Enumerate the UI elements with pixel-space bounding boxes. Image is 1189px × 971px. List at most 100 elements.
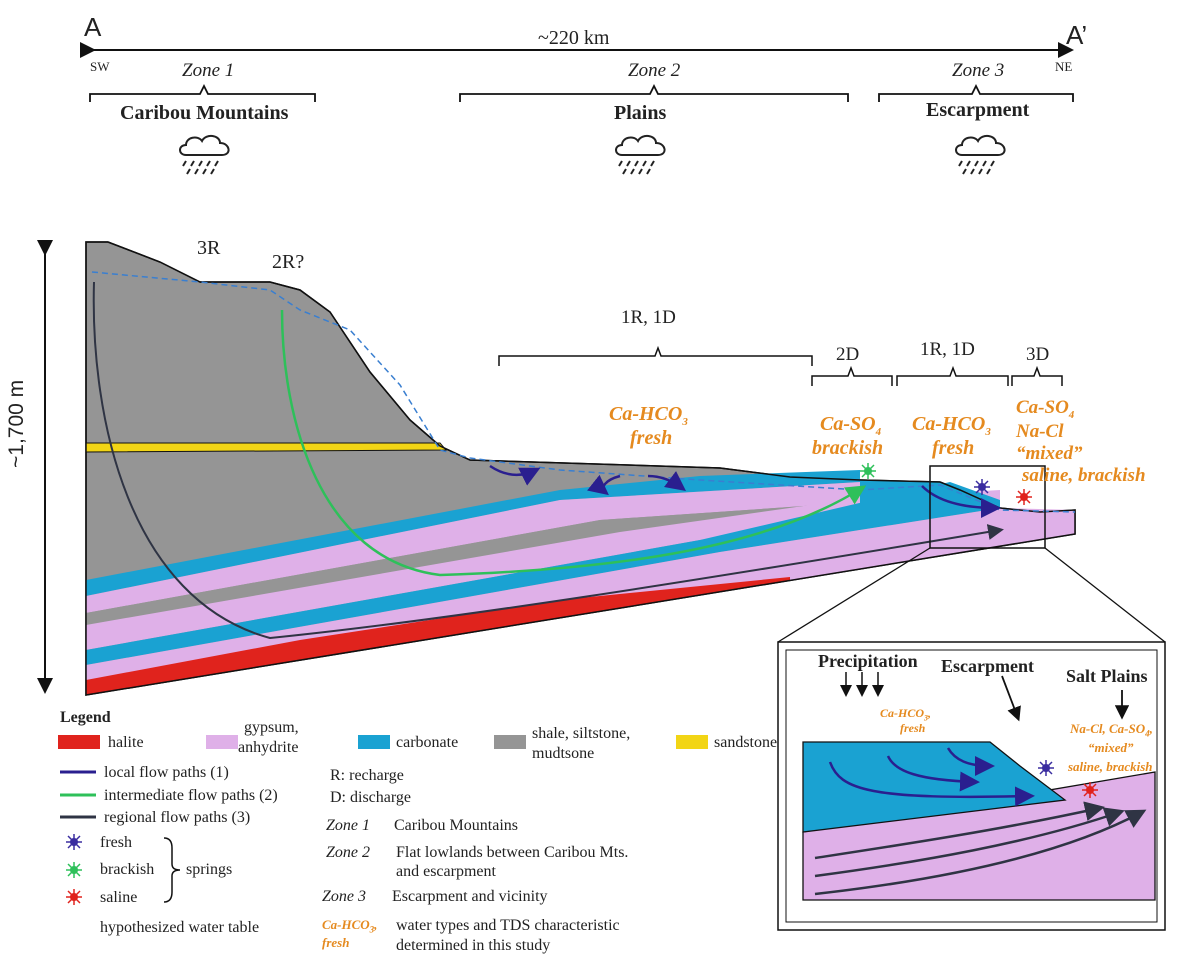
distance-label: ~220 km	[538, 27, 610, 49]
bracket-1r1d-a	[498, 345, 813, 366]
bracket-2d	[811, 365, 893, 386]
label-2r: 2R?	[272, 251, 305, 273]
legend-zone3-key: Zone 3	[322, 888, 366, 905]
legend-zone2-desc-2: and escarpment	[396, 863, 496, 880]
inset-regional-flow	[814, 809, 1147, 896]
inset-water-type: Ca-HCO3,	[880, 706, 932, 723]
local-flow-path	[587, 474, 621, 496]
legend-intermediate: intermediate flow paths (2)	[104, 787, 278, 804]
zoom-line	[777, 547, 931, 643]
saline-spring-icon	[1016, 489, 1032, 505]
legend-carbonate: carbonate	[396, 734, 459, 751]
legend-water-desc-1: water types and TDS characteristic	[396, 917, 620, 934]
brackish-spring-icon	[860, 463, 876, 479]
escarpment-label: Escarpment	[941, 656, 1034, 676]
gypsum-swatch	[206, 735, 238, 749]
water-type-label: Ca-HCO3	[609, 403, 688, 428]
legend-water-table: hypothesized water table	[100, 919, 260, 936]
bracket-3d-label: 3D	[1026, 344, 1050, 365]
zone3-brace	[878, 83, 1074, 102]
fresh-spring-icon	[974, 479, 990, 495]
zoom-line	[1044, 547, 1166, 643]
inset-regional-flow	[814, 807, 1125, 878]
water-type-label: Ca-HCO3	[912, 413, 991, 438]
water-tds-label: fresh	[932, 437, 975, 459]
sandstone-layer	[85, 442, 448, 453]
springs-brace	[163, 837, 181, 903]
salt-plains-label: Salt Plains	[1066, 666, 1148, 686]
legend-zone1-key: Zone 1	[326, 817, 370, 834]
legend-recharge: R: recharge	[330, 767, 404, 784]
legend-shale-2: mudtsone	[532, 745, 595, 762]
fresh-legend-icon	[66, 834, 82, 850]
regional-flow-path	[92, 281, 1004, 640]
label-3r: 3R	[197, 237, 221, 259]
legend-regional: regional flow paths (3)	[104, 809, 251, 826]
water-type-label: Na-Cl	[1016, 421, 1064, 442]
local-flow-path	[489, 464, 541, 486]
rain-cloud-icon	[955, 135, 1006, 175]
halite-swatch	[58, 735, 100, 749]
inset-local-flow	[946, 747, 995, 776]
precipitation-arrows	[840, 672, 884, 697]
legend-saline: saline	[100, 889, 138, 906]
zone2-brace	[459, 83, 849, 102]
legend-discharge: D: discharge	[330, 789, 412, 806]
legend-water-sample-type: Ca-HCO3,	[322, 917, 378, 935]
local-flow-path	[647, 471, 687, 491]
legend-water-sample-tds: fresh	[322, 935, 350, 950]
legend-shale-1: shale, siltstone,	[532, 725, 631, 742]
water-tds-label: brackish	[812, 437, 884, 459]
legend-halite: halite	[108, 734, 144, 751]
legend-sandstone: sandstone	[714, 734, 778, 751]
carbonate-layer	[86, 470, 860, 596]
inset-water-tds: fresh	[900, 721, 926, 735]
zoom-box	[929, 465, 1046, 549]
legend-springs: springs	[186, 861, 233, 878]
zone3-name: Escarpment	[926, 99, 1030, 121]
legend-zone3-desc: Escarpment and vicinity	[392, 888, 548, 905]
ne-label: NE	[1055, 59, 1073, 74]
zone2-label: Zone 2	[628, 60, 681, 81]
water-type-label: “mixed”	[1016, 443, 1083, 464]
intermediate-flow-path	[280, 309, 867, 577]
depth-label: ~1,700 m	[5, 379, 28, 468]
legend-zone2-key: Zone 2	[326, 844, 370, 861]
halite-layer	[86, 577, 790, 695]
legend-water-desc-2: determined in this study	[396, 937, 551, 954]
brackish-legend-icon	[66, 862, 82, 878]
legend-brackish: brackish	[100, 861, 155, 878]
bracket-1r1d-b	[896, 365, 1009, 386]
legend-title: Legend	[60, 709, 111, 726]
legend-fresh: fresh	[100, 834, 132, 851]
local-flow-path	[921, 485, 1001, 518]
inset-regional-flow	[814, 801, 1105, 860]
bracket-1r1d-a-label: 1R, 1D	[621, 307, 676, 328]
water-tds-label: fresh	[630, 427, 673, 449]
zone1-label: Zone 1	[182, 60, 235, 81]
zone1-brace	[89, 83, 316, 102]
inset-fresh-spring-icon	[1038, 760, 1054, 776]
bracket-1r1d-b-label: 1R, 1D	[920, 339, 975, 360]
bracket-3d	[1011, 365, 1063, 386]
legend-zone1-desc: Caribou Mountains	[394, 817, 518, 834]
precipitation-label: Precipitation	[818, 651, 918, 671]
inset-saline-spring-icon	[1082, 782, 1098, 798]
inset-carbonate	[802, 741, 1067, 833]
label-a: A	[84, 12, 102, 42]
rain-cloud-icon	[615, 135, 666, 175]
escarpment-arrow	[1001, 675, 1021, 722]
inset-water-tds: saline, brackish	[1068, 759, 1153, 774]
inset-local-flow	[828, 761, 1035, 807]
sw-label: SW	[90, 59, 110, 74]
inset-local-flow	[886, 755, 980, 792]
zone2-name: Plains	[614, 102, 667, 124]
bracket-2d-label: 2D	[836, 344, 860, 365]
label-a-prime: A’	[1066, 20, 1088, 50]
legend-gypsum-2: anhydrite	[238, 739, 299, 756]
water-type-label: Ca-SO4	[820, 413, 882, 438]
zone3-label: Zone 3	[952, 60, 1005, 81]
saline-legend-icon	[66, 889, 82, 905]
water-table-line	[91, 271, 1076, 513]
